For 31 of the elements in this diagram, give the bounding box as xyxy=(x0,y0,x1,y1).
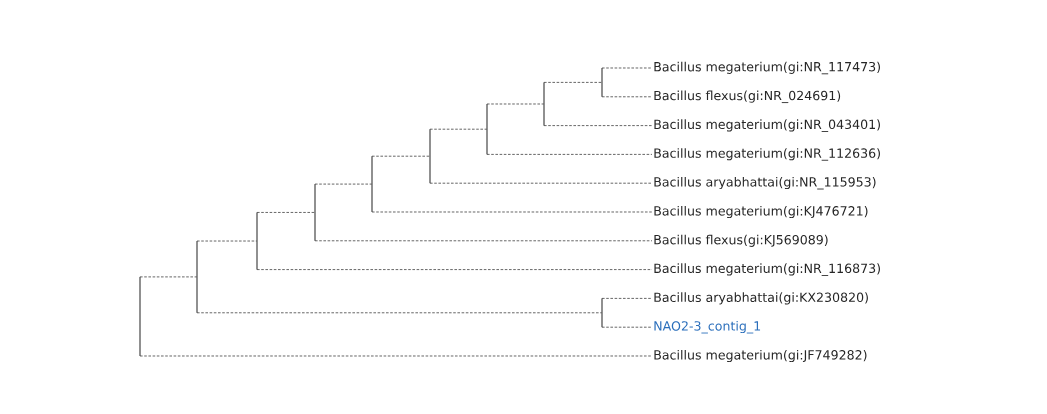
branch-line xyxy=(314,183,373,185)
branch-line xyxy=(314,240,653,242)
species-label: Bacillus megaterium(gi:KJ476721) xyxy=(654,205,868,219)
species-label: Bacillus aryabhattai(gi:NR_115953) xyxy=(654,176,876,190)
species-label: Bacillus flexus(gi:KJ569089) xyxy=(654,234,828,247)
species-label: Bacillus megaterium(gi:NR_116873) xyxy=(654,263,880,276)
branch-line xyxy=(256,212,316,213)
branch-line xyxy=(601,298,653,299)
species-label: Bacillus megaterium(gi:JF749282) xyxy=(654,349,867,363)
branch-line xyxy=(139,355,653,357)
species-label: Bacillus megaterium(gi:NR_112636) xyxy=(654,148,880,161)
branch-line xyxy=(601,96,653,98)
branch-line xyxy=(429,128,488,130)
branch-line xyxy=(543,125,653,126)
branch-line xyxy=(256,269,653,270)
branch-line xyxy=(486,154,653,155)
branch-line xyxy=(196,240,258,242)
species-label: Bacillus aryabhattai(gi:KX230820) xyxy=(654,292,868,305)
branch-line xyxy=(371,155,431,157)
species-label: NAO2-3_contig_1 xyxy=(654,320,761,334)
branch-line xyxy=(196,312,603,314)
species-label: Bacillus flexus(gi:NR_024691) xyxy=(654,90,841,104)
branch-line xyxy=(601,67,653,69)
branch-line xyxy=(601,326,653,328)
branch-line xyxy=(139,276,198,278)
branch-line xyxy=(486,103,545,105)
branch-line xyxy=(543,82,603,83)
branch-line xyxy=(371,211,653,213)
species-label: Bacillus megaterium(gi:NR_117473) xyxy=(654,61,880,75)
species-label: Bacillus megaterium(gi:NR_043401) xyxy=(654,119,880,132)
branch-line xyxy=(429,182,653,184)
